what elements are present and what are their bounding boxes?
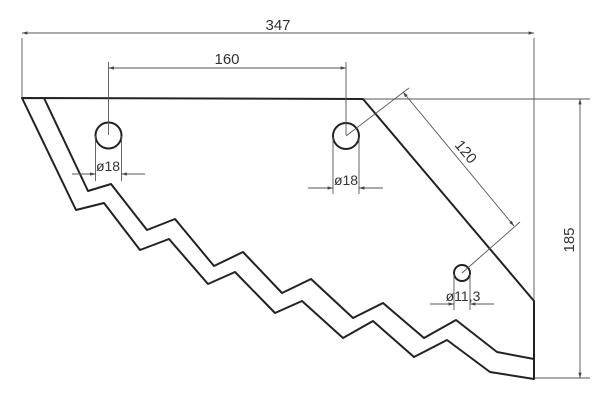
hole-small	[453, 264, 471, 282]
hole-middle-diameter-label: ø18	[334, 172, 358, 188]
hole-small-diameter-label: ø11,3	[446, 288, 481, 304]
dimension-hole-small	[430, 274, 494, 310]
dimension-120-label: 120	[451, 137, 480, 167]
hole-left-diameter-label: ø18	[96, 158, 120, 174]
dimension-hole-left	[72, 136, 145, 181]
dimension-hole-middle	[308, 137, 383, 194]
dimension-185-label: 185	[561, 227, 578, 252]
dimension-overall-width	[21, 31, 535, 300]
dimension-diagonal	[345, 87, 521, 274]
dimension-hole-spacing	[108, 62, 347, 135]
dimension-160-label: 160	[214, 51, 239, 68]
blade-cutting-edge	[43, 97, 535, 360]
blade-outer-outline	[21, 97, 535, 380]
dimension-347-label: 347	[265, 17, 290, 34]
